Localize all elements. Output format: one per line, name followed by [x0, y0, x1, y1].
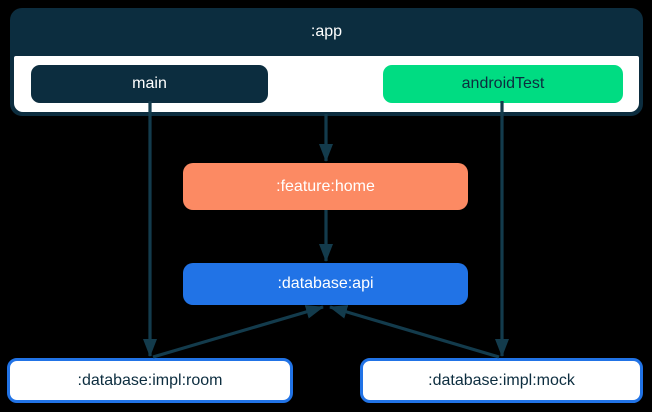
node-feature-home: :feature:home [183, 163, 468, 210]
node-app-label: :app [310, 23, 343, 40]
edge-impl-mock-to-database-api [329, 305, 500, 359]
node-database-api: :database:api [183, 263, 468, 305]
node-androidtest: androidTest [383, 65, 623, 103]
node-database-impl-room-label: :database:impl:room [77, 371, 223, 389]
edge-impl-room-to-database-api [152, 305, 324, 359]
node-feature-home-label: :feature:home [276, 177, 375, 195]
node-database-impl-mock-label: :database:impl:mock [428, 371, 575, 389]
node-app: :app main androidTest [10, 8, 643, 116]
node-database-impl-room: :database:impl:room [7, 358, 293, 403]
node-androidtest-label: androidTest [461, 75, 545, 92]
app-source-sets-panel: main androidTest [14, 56, 639, 112]
node-main: main [31, 65, 268, 103]
node-database-impl-mock: :database:impl:mock [360, 358, 643, 403]
node-main-label: main [132, 75, 167, 92]
node-database-api-label: :database:api [277, 275, 374, 292]
